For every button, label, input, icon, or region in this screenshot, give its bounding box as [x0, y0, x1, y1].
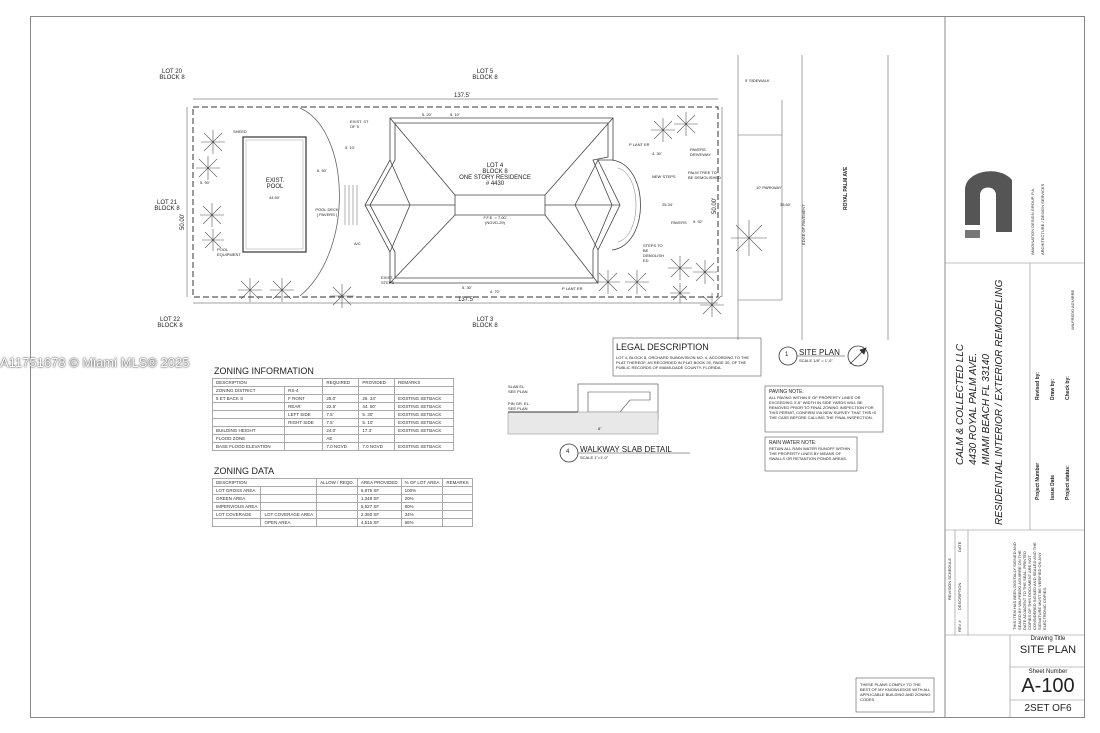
zoning-data-title: ZONING DATA [214, 466, 275, 476]
pool-equipment-label: POOL EQUIPMENT [217, 247, 241, 257]
rev-description: DESCRIPTION [957, 582, 962, 610]
north-arrow-icon [847, 345, 869, 367]
firm-logo-icon [965, 171, 1012, 238]
dim-5-10: 5. 10' [345, 145, 355, 150]
dim-6-90: 6. 90' [317, 168, 327, 173]
paving-note-text: ALL PAVING WITHIN 5' OF PROPERTY LINES O… [769, 395, 877, 420]
ffe-label: F.F.E. = 7.00'(NGVD-29) [483, 215, 507, 225]
steps-demolish-label: STEPS TO BE DEMOLISH ED [643, 243, 664, 263]
planter-label-2: P LANT ER [562, 286, 583, 291]
walkway-tag-title: WALKWAY SLAB DETAIL [580, 445, 672, 454]
palm-tree-label: PALM TREE TO BE DEMOLISHED [688, 170, 721, 180]
revised-by-label: Revised by: [1035, 371, 1041, 400]
ac-label: A/C [354, 241, 361, 246]
firm-sub: ARCHITECTURE / DESIGN SERVICES [1040, 183, 1045, 255]
palm-trees [196, 112, 767, 317]
exist-steps-label: EXIST. STEPS [381, 275, 395, 285]
pavers-label: PAVERS [671, 220, 687, 225]
paving-note: PAVING NOTE: ALL PAVING WITHIN 5' OF PRO… [769, 389, 881, 420]
issue-date-label: Issue Date [1050, 474, 1056, 500]
project-line3: MIAMI BEACH FL 33140 [981, 354, 992, 465]
walkway-dim: 8" [598, 426, 602, 431]
legal-title: LEGAL DESCRIPTION [616, 342, 709, 352]
seal-text: THIS ITEM HAS BEEN DIGITALLY SIGNED AND … [1012, 542, 1047, 630]
drawing-sheet [30, 16, 1085, 718]
sheet-number: A-100 [1021, 675, 1075, 697]
house-roof [364, 117, 621, 284]
street-name: ROYAL PALM AVE [843, 166, 849, 210]
walkway-number: 4 [566, 449, 570, 455]
zoning-info-title: ZONING INFORMATION [214, 366, 314, 376]
dim-left: 50.00' [180, 213, 186, 230]
rev-date: DATE [957, 541, 962, 552]
new-steps-label: NEW STEPS [652, 174, 676, 179]
pavers-driveway-label: PAVERS DRIVEWAY [690, 147, 711, 157]
pool-dim: 44.50' [269, 195, 280, 200]
project-status-label: Project status: [1065, 465, 1071, 500]
rev-num: REV # [957, 620, 962, 632]
walkway-scale: SCALE 1"=1'-0" [580, 455, 609, 460]
property-line [192, 106, 719, 298]
dim-9-92: 9. 92' [693, 219, 703, 224]
walkway-slab-detail [507, 383, 659, 435]
check-by-label: Check by: [1065, 376, 1071, 400]
dim-5-20: 5. 20' [422, 112, 432, 117]
project-line1: CALM & COLLECTED LLC [955, 343, 966, 465]
project-line4: RESIDENTIAL INTERIOR / EXTERIOR REMODELI… [994, 279, 1005, 525]
legal-description: LEGAL DESCRIPTION LOT 4, BLOCK 8, ORCHAR… [616, 342, 756, 370]
pool-deck-label: POOL DECK( PAVERS ) [315, 207, 339, 217]
walkway-slab-label: SLAB EL. SEE PLAN [508, 384, 528, 394]
shed-label: SHEED [233, 129, 247, 134]
dim-4-70: 4. 70' [490, 289, 500, 294]
sheet-number-label: Sheet Number [1028, 669, 1068, 675]
dim-right-setback: 35.60' [780, 202, 791, 207]
site-plan-number: 1 [785, 352, 789, 358]
dim-top: 137.5' [454, 93, 471, 99]
dim-5-10b: 5. 10' [450, 112, 460, 117]
drawing-title: SITE PLAN [1019, 644, 1077, 656]
rain-water-note: RAIN WATER NOTE: RETAIN ALL RAIN WATER R… [769, 440, 855, 461]
legal-text: LOT 4, BLOCK 8, ORCHARD SUBDIVISION NO. … [616, 355, 750, 370]
project-line2: 4430 ROYAL PALM AVE. [968, 352, 979, 465]
set-of: 2SET OF6 [1024, 703, 1072, 714]
pool-label: EXIST.POOL [265, 178, 285, 190]
revision-schedule: REVISION SCHEDULE [947, 557, 952, 600]
site-plan-scale: SCALE 1/8" = 1'-0" [799, 358, 833, 363]
dim-5-90: 5. 90' [200, 180, 210, 185]
rain-note-text: RETAIN ALL RAIN WATER RUNOFF WITHIN THE … [769, 446, 851, 461]
project-number-label: Project Number [1035, 462, 1041, 500]
compliance-note: THESE PLANS COMPLY TO THE BEST OF MY KNO… [860, 682, 931, 702]
architect-name: WILFREDO AGUIRRE [1070, 289, 1075, 330]
drawing-title-label: Drawing Title [1030, 636, 1066, 642]
mls-watermark: A11751678 © Miami MLS® 2025 [0, 355, 190, 370]
dim-5-30: 5. 30' [462, 285, 472, 290]
planter-label-1: P LANT ER [629, 142, 650, 147]
exist-stops-label: EXIST. ST OF 5 [350, 119, 369, 129]
dim-right: 50.00' [712, 197, 718, 214]
drawn-by-label: Draw by: [1050, 378, 1056, 400]
rain-note-title: RAIN WATER NOTE: [769, 440, 817, 446]
dim-4-30: 4. 30' [652, 151, 662, 156]
sidewalk-label: 5' SIDEWALK [745, 78, 770, 83]
walkway-pin-label: PIN GR. EL. SEE PLAN [508, 401, 531, 411]
dim-front: 25.34' [662, 202, 673, 207]
pool [242, 136, 307, 253]
paving-note-title: PAVING NOTE: [769, 389, 804, 395]
firm-name: IMAGINATION DESIGN GROUP, P.A. [1030, 187, 1035, 255]
site-plan-tag-title: SITE PLAN [799, 348, 840, 357]
dim-bottom: 137.5' [458, 297, 475, 303]
parkway-label: 10' PARKWAY [756, 185, 782, 190]
edge-pavement-label: EDGE OF PAVEMENT [801, 204, 806, 245]
